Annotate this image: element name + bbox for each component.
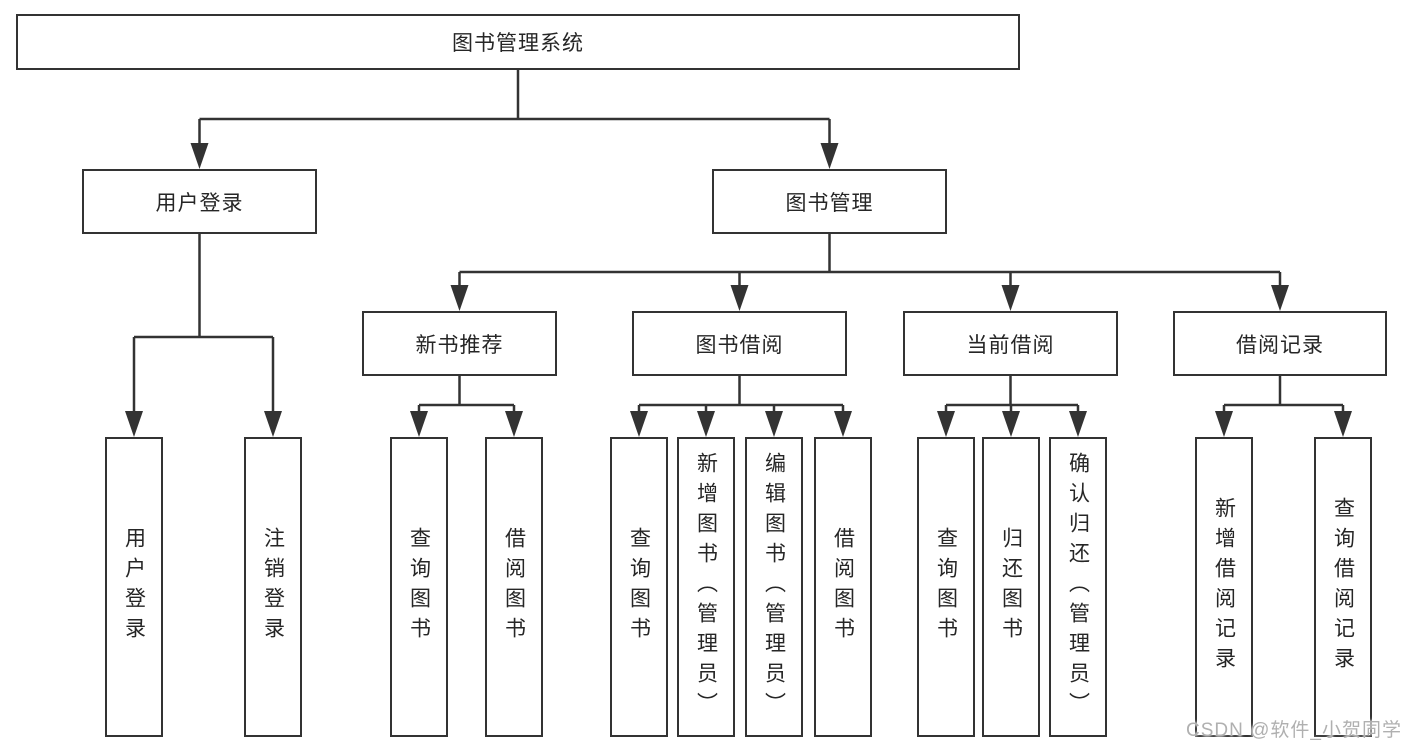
node-label: 图书管理 xyxy=(785,191,874,215)
node-label: 新书推荐 xyxy=(415,333,504,357)
node-label: 借阅记录 xyxy=(1236,333,1324,357)
leaf-label: 查询图书 xyxy=(934,527,958,647)
node-label: 用户登录 xyxy=(155,191,244,215)
node-label: 当前借阅 xyxy=(966,333,1055,357)
node-book-management: 图书管理 xyxy=(712,169,947,234)
leaf-edit-books-admin: 编辑图书（管理员） xyxy=(745,437,803,737)
leaf-label: 用户登录 xyxy=(122,527,146,647)
node-book-borrowing: 图书借阅 xyxy=(632,311,847,376)
leaf-label: 查询图书 xyxy=(627,527,651,647)
leaf-borrow-books-new-rec: 借阅图书 xyxy=(485,437,543,737)
leaf-query-books-borrowing: 查询图书 xyxy=(610,437,668,737)
node-new-book-recommendation: 新书推荐 xyxy=(362,311,557,376)
leaf-label: 归还图书 xyxy=(999,527,1023,647)
leaf-label: 注销登录 xyxy=(261,527,285,647)
node-user-login: 用户登录 xyxy=(82,169,317,234)
leaf-label: 借阅图书 xyxy=(502,527,526,647)
leaf-label: 编辑图书（管理员） xyxy=(762,452,786,722)
leaf-query-books-current: 查询图书 xyxy=(917,437,975,737)
node-current-borrowing: 当前借阅 xyxy=(903,311,1118,376)
leaf-label: 新增图书（管理员） xyxy=(694,452,718,722)
leaf-confirm-return-admin: 确认归还（管理员） xyxy=(1049,437,1107,737)
node-borrowing-records: 借阅记录 xyxy=(1173,311,1387,376)
leaf-label: 借阅图书 xyxy=(831,527,855,647)
leaf-add-books-admin: 新增图书（管理员） xyxy=(677,437,735,737)
csdn-watermark: CSDN @软件_小贺同学 xyxy=(1186,720,1402,741)
leaf-label: 新增借阅记录 xyxy=(1212,497,1236,677)
leaf-label: 查询借阅记录 xyxy=(1331,497,1355,677)
leaf-query-borrow-record: 查询借阅记录 xyxy=(1314,437,1372,737)
leaf-borrow-books-borrowing: 借阅图书 xyxy=(814,437,872,737)
leaf-add-borrow-record: 新增借阅记录 xyxy=(1195,437,1253,737)
node-label: 图书管理系统 xyxy=(452,32,584,55)
node-library-management-system: 图书管理系统 xyxy=(16,14,1020,70)
leaf-label: 确认归还（管理员） xyxy=(1066,452,1090,722)
leaf-user-login: 用户登录 xyxy=(105,437,163,737)
leaf-logout-login: 注销登录 xyxy=(244,437,302,737)
node-label: 图书借阅 xyxy=(695,333,784,357)
leaf-label: 查询图书 xyxy=(407,527,431,647)
leaf-query-books-new-rec: 查询图书 xyxy=(390,437,448,737)
leaf-return-books: 归还图书 xyxy=(982,437,1040,737)
